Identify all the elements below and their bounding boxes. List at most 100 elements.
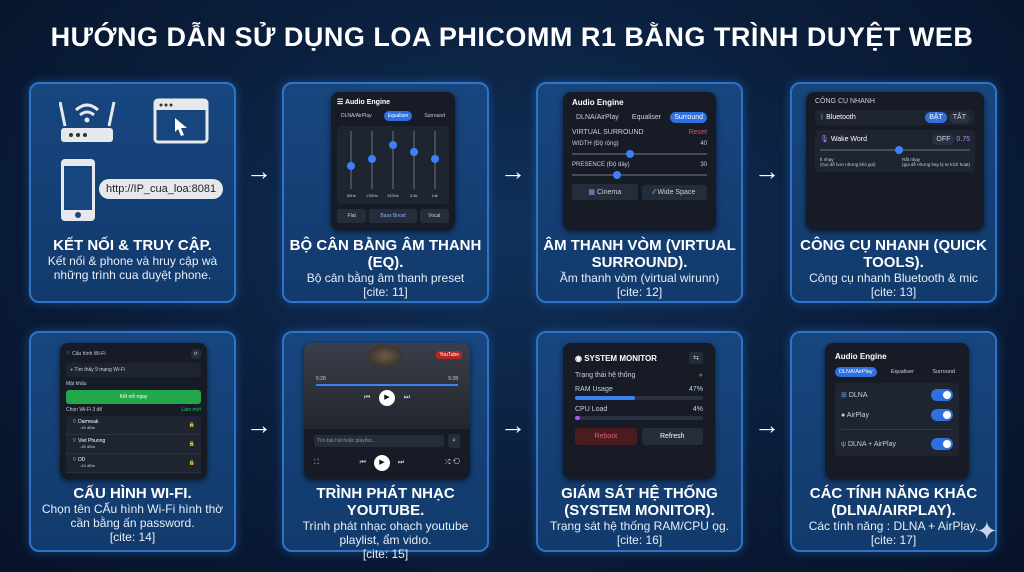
lock-icon: 🔒 [188, 422, 195, 428]
lock-icon: 🔒 [188, 460, 195, 466]
tab-dlna[interactable]: DLNA/AirPlay [341, 113, 372, 119]
prev-icon[interactable]: ⏮ [359, 459, 366, 466]
arrow-right-icon: → [754, 156, 780, 186]
search-icon[interactable]: ⌕ [448, 434, 460, 448]
arrow-right-icon: → [754, 410, 780, 440]
network-name: Viet Phuong [78, 438, 106, 444]
eq-mockup: ☰ Audio Engine DLNA/AirPlay Equaliser Su… [331, 92, 455, 230]
next-icon[interactable]: ⏭ [397, 459, 405, 466]
high-hint: (gọi dễ nhưng hay bị tự kích hoạt) [902, 162, 970, 167]
tab-equaliser[interactable]: Equaliser [631, 114, 662, 121]
fullscreen-icon[interactable]: ⛶ [314, 459, 319, 466]
wifi-network-item[interactable]: ⌔ DD-43 dBm🔒 [66, 454, 201, 473]
width-value: 40 [700, 141, 707, 147]
mock-title: Audio Engine [572, 98, 624, 107]
card-description: Trạng sát hệ thống RAM/CPU ọg. [550, 519, 729, 533]
refresh-link[interactable]: Làm mới [181, 407, 201, 413]
eq-band-slider[interactable]: 910Hz [385, 131, 401, 204]
eq-knob[interactable] [368, 155, 377, 164]
tab-surround[interactable]: Surround [670, 112, 707, 123]
cinema-label: Cinema [596, 189, 622, 196]
arrow-right-icon: → [246, 156, 272, 186]
bluetooth-icon: ᛒ [820, 114, 827, 121]
eq-band-slider[interactable]: 60Hz [343, 131, 359, 204]
ram-label: RAM Usage [575, 386, 613, 393]
ram-value: 47% [688, 386, 703, 393]
tab-surround[interactable]: Surround [932, 369, 955, 375]
cinema-button[interactable]: ▦ Cinema [572, 184, 638, 200]
eq-band-slider[interactable]: 3.6k [406, 131, 422, 204]
tab-dlna[interactable]: DLNA/AirPlay [835, 367, 877, 377]
eq-knob[interactable] [430, 155, 439, 164]
card-system-monitor: ◉ SYSTEM MONITOR⇆ Trạng thái hệ thống● R… [536, 331, 743, 552]
wake-sensitivity-slider[interactable] [820, 146, 970, 154]
ram-bar [575, 396, 703, 400]
width-slider[interactable] [572, 150, 707, 158]
bt-off-button[interactable]: TẮT [948, 112, 970, 123]
high-label: Rất nhạy [902, 157, 921, 162]
eq-knob[interactable] [347, 162, 356, 171]
bt-on-button[interactable]: BẬT [925, 112, 947, 123]
prev-icon[interactable]: ⏮ [364, 394, 371, 401]
card-wifi: ⌔ Cấu hình Wi-Fi⟳ ● Tìm thấy 9 mạng Wi-F… [29, 331, 236, 552]
play-button[interactable]: ▶ [379, 390, 395, 406]
card-heading: ÂM THANH VÒM (VIRTUAL SURROUND). [543, 237, 736, 271]
preset-bass-boost[interactable]: Bass Boost [369, 209, 417, 223]
mic-icon: 🎙 [820, 136, 831, 143]
progress-bar[interactable] [316, 384, 458, 386]
tab-surround[interactable]: Surround [424, 113, 445, 119]
airplay-toggle[interactable] [931, 409, 953, 421]
dlna-toggle[interactable] [931, 389, 953, 401]
wake-word-label: Wake Word [830, 136, 868, 143]
tab-dlna[interactable]: DLNA/AirPlay [576, 114, 619, 121]
preset-vocal[interactable]: Vocal [419, 209, 449, 223]
eq-band-label: 230Hz [366, 193, 378, 198]
eq-knob[interactable] [388, 140, 397, 149]
next-icon[interactable]: ⏭ [403, 394, 410, 401]
eq-band-label: 14k [431, 193, 438, 198]
shuffle-icon[interactable]: ⤮ [444, 459, 451, 466]
scan-button[interactable]: ⟳ [190, 349, 201, 359]
dlna-airplay-label: DLNA + AirPlay [847, 440, 896, 448]
eq-knob[interactable] [409, 148, 418, 157]
preset-flat[interactable]: Flat [337, 209, 367, 223]
wifi-network-item[interactable]: ⌔ Viet Phuong-45 dBm🔒 [66, 435, 201, 454]
refresh-button[interactable]: Refresh [641, 428, 703, 445]
search-input[interactable]: Tìm bài hát hoặc playlist... [314, 435, 445, 447]
card-cite: [cite: 15] [362, 547, 409, 561]
quick-tools-mockup: CÔNG CỤ NHANH ᛒ Bluetooth BẬT TẮT 🎙 Wake… [806, 92, 984, 230]
globe-icon: ◉ [575, 353, 585, 363]
low-hint: (Gọi dễ hơn nhưng khó gọi) [820, 162, 876, 167]
dlna-airplay-toggle[interactable] [931, 438, 953, 450]
mock-title: Audio Engine [835, 352, 887, 361]
mock-title: CÔNG CỤ NHANH [815, 98, 875, 105]
wide-space-label: Wide Space [657, 188, 696, 196]
presence-label: PRESENCE (Độ dày) [572, 162, 630, 168]
card-cite: [cite: 16] [616, 533, 663, 547]
reboot-button[interactable]: Reboot [575, 428, 637, 445]
eq-bands: 60Hz 230Hz 910Hz 3.6k 14k [337, 126, 449, 204]
language-button[interactable]: ⇆ [689, 352, 703, 364]
browser-window-icon [153, 98, 209, 144]
arrow-right-icon: → [500, 410, 526, 440]
wifi-network-item[interactable]: ⌔ Darmeak-45 dBm🔒 [66, 416, 201, 435]
reset-button[interactable]: Reset [688, 129, 707, 136]
network-name: Darmeak [78, 419, 99, 425]
play-button[interactable]: ▶ [373, 455, 390, 471]
repeat-icon[interactable]: ⟲ [452, 459, 460, 466]
tab-equaliser[interactable]: Equaliser [383, 111, 413, 121]
wake-off-button[interactable]: OFF [932, 133, 955, 145]
tab-equaliser[interactable]: Equaliser [891, 369, 914, 375]
arrow-right-icon: → [500, 156, 526, 186]
wide-space-button[interactable]: ⁄⁄ Wide Space [641, 184, 707, 200]
connect-button[interactable]: Kết nối ngay [66, 390, 201, 404]
eq-band-slider[interactable]: 230Hz [364, 131, 380, 204]
wide-icon: ⁄⁄ [653, 188, 658, 196]
card-cite: [cite: 11] [363, 285, 408, 299]
wifi-status: Tìm thấy 9 mạng Wi-Fi [74, 367, 125, 373]
card-quick-tools: CÔNG CỤ NHANH ᛒ Bluetooth BẬT TẮT 🎙 Wake… [790, 82, 997, 303]
presence-slider[interactable] [572, 171, 707, 179]
network-name: DD [78, 457, 86, 463]
eq-band-slider[interactable]: 14k [427, 131, 443, 204]
